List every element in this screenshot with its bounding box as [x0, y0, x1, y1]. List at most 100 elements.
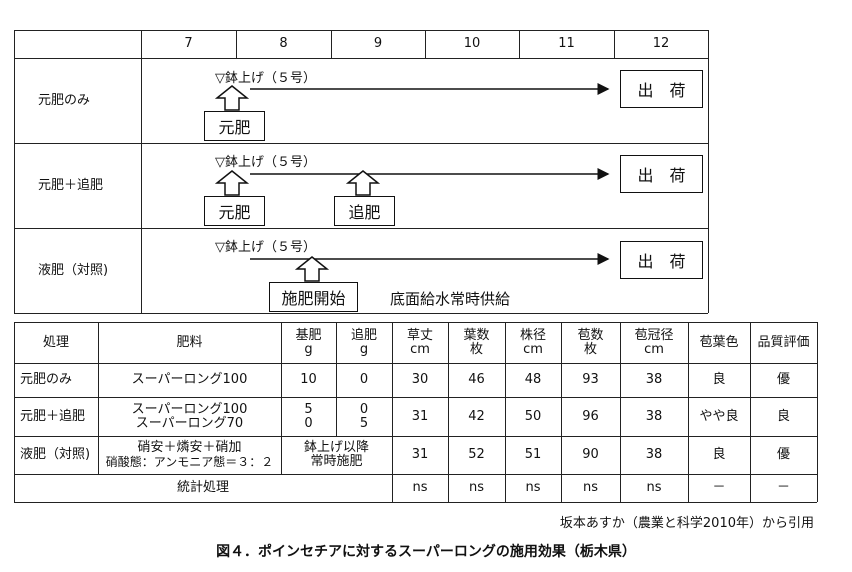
header-text: 苞冠径 — [634, 327, 674, 343]
row-quality: 優 — [776, 372, 790, 387]
stats-color: － — [712, 480, 726, 495]
row-crown: 38 — [645, 408, 663, 424]
month-label: 7 — [184, 36, 193, 51]
header-text: 株径 — [519, 327, 546, 343]
up-arrow-icon — [214, 170, 250, 196]
row-height: 31 — [411, 408, 429, 424]
row-bracts: 96 — [582, 408, 599, 424]
row-color: 良 — [712, 372, 726, 387]
header-unit: 枚 — [469, 341, 483, 357]
header-text: 苞数 — [577, 327, 604, 343]
row-bracts: 90 — [582, 447, 599, 462]
header-unit: g — [359, 341, 369, 357]
month-label: 12 — [652, 36, 670, 51]
source-citation: 坂本あすか（農業と科学2010年）から引用 — [559, 516, 814, 531]
shipment-box: 出 荷 — [620, 155, 703, 193]
row-fertilizer: スーパーロング100 — [131, 372, 248, 387]
row-treatment: 液肥（対照) — [20, 447, 91, 462]
row-crown: 38 — [645, 447, 663, 462]
schedule-row-label: 液肥（対照) — [38, 262, 109, 278]
row-quality: 優 — [776, 447, 790, 462]
row-stem: 50 — [524, 408, 542, 424]
header-unit: cm — [644, 341, 664, 357]
header-treatment: 処理 — [42, 334, 69, 350]
timeline-arrows — [214, 83, 610, 282]
row-height: 31 — [411, 447, 429, 462]
stats-crown: ns — [646, 480, 662, 495]
row-merged-fert: 鉢上げ以降常時施肥 — [281, 436, 392, 474]
month-label: 9 — [373, 36, 383, 51]
stats-leaves: ns — [468, 480, 484, 495]
row-stem: 48 — [524, 372, 542, 387]
value-line: 5 — [359, 415, 369, 431]
month-label: 11 — [558, 36, 575, 51]
stats-quality: － — [776, 480, 790, 495]
row-crown: 38 — [645, 372, 663, 387]
row-leaves: 46 — [468, 372, 485, 387]
fertilizer-box: 元肥 — [204, 111, 265, 141]
row-height: 30 — [411, 372, 429, 387]
fertilizer-box: 施肥開始 — [269, 282, 358, 312]
stats-label: 統計処理 — [176, 480, 229, 495]
month-label: 10 — [463, 36, 481, 51]
shipment-box: 出 荷 — [620, 241, 703, 279]
row-leaves: 42 — [468, 408, 485, 424]
shipment-box: 出 荷 — [620, 70, 703, 108]
fertilizer-line: 硝安＋燐安＋硝加 — [137, 440, 242, 455]
up-arrow-icon — [345, 170, 381, 196]
row-quality: 良 — [776, 408, 790, 424]
row-top: 0 — [359, 372, 369, 387]
header-bract-color: 苞葉色 — [699, 334, 739, 350]
header-text: 草丈 — [406, 327, 433, 343]
row-treatment: 元肥のみ — [20, 372, 73, 387]
fertilizer-box: 追肥 — [334, 196, 395, 226]
stats-height: ns — [412, 480, 428, 495]
header-fertilizer: 肥料 — [176, 334, 203, 350]
header-leaves: 葉数枚 — [448, 322, 505, 363]
schedule-row-label: 元肥＋追肥 — [38, 177, 104, 193]
schedule-row-label: 元肥のみ — [38, 92, 91, 108]
schedule-note: 底面給水常時供給 — [390, 290, 511, 308]
fertilizer-line: 硝酸態：アンモニア態＝３：２ — [105, 455, 274, 469]
pot-up-label: ▽鉢上げ（５号） — [215, 155, 316, 170]
up-arrow-icon — [214, 85, 250, 111]
header-unit: 枚 — [583, 341, 597, 357]
value-line: 5 — [304, 401, 313, 417]
up-arrow-icon — [294, 256, 330, 282]
value-line: 鉢上げ以降 — [303, 440, 369, 455]
header-unit: g — [304, 341, 313, 357]
fertilizer-box: 元肥 — [204, 196, 265, 226]
header-text: 基肥 — [295, 327, 322, 343]
header-unit: cm — [523, 341, 543, 357]
header-text: 葉数 — [463, 327, 490, 343]
header-bracts: 苞数枚 — [561, 322, 620, 363]
row-color: 良 — [712, 447, 726, 462]
header-unit: cm — [410, 341, 430, 357]
row-bracts: 93 — [582, 372, 599, 387]
pot-up-label: ▽鉢上げ（５号） — [215, 240, 316, 255]
month-label: 8 — [279, 36, 288, 51]
row-treatment: 元肥＋追肥 — [20, 408, 86, 424]
row-stem: 51 — [524, 447, 542, 462]
row-leaves: 52 — [468, 447, 485, 462]
row-fertilizer: 硝安＋燐安＋硝加硝酸態：アンモニア態＝３：２ — [98, 436, 281, 474]
pot-up-label: ▽鉢上げ（５号） — [215, 71, 316, 86]
fertilizer-line: スーパーロング70 — [135, 415, 244, 431]
header-quality: 品質評価 — [757, 334, 810, 350]
value-line: 0 — [359, 401, 369, 417]
stats-bracts: ns — [582, 480, 598, 495]
row-color: やや良 — [699, 408, 739, 424]
value-line: 常時施肥 — [310, 454, 363, 469]
header-text: 追肥 — [350, 327, 377, 343]
stats-stem: ns — [525, 480, 541, 495]
row-base: 10 — [300, 372, 317, 387]
fertilizer-line: スーパーロング100 — [131, 401, 248, 417]
